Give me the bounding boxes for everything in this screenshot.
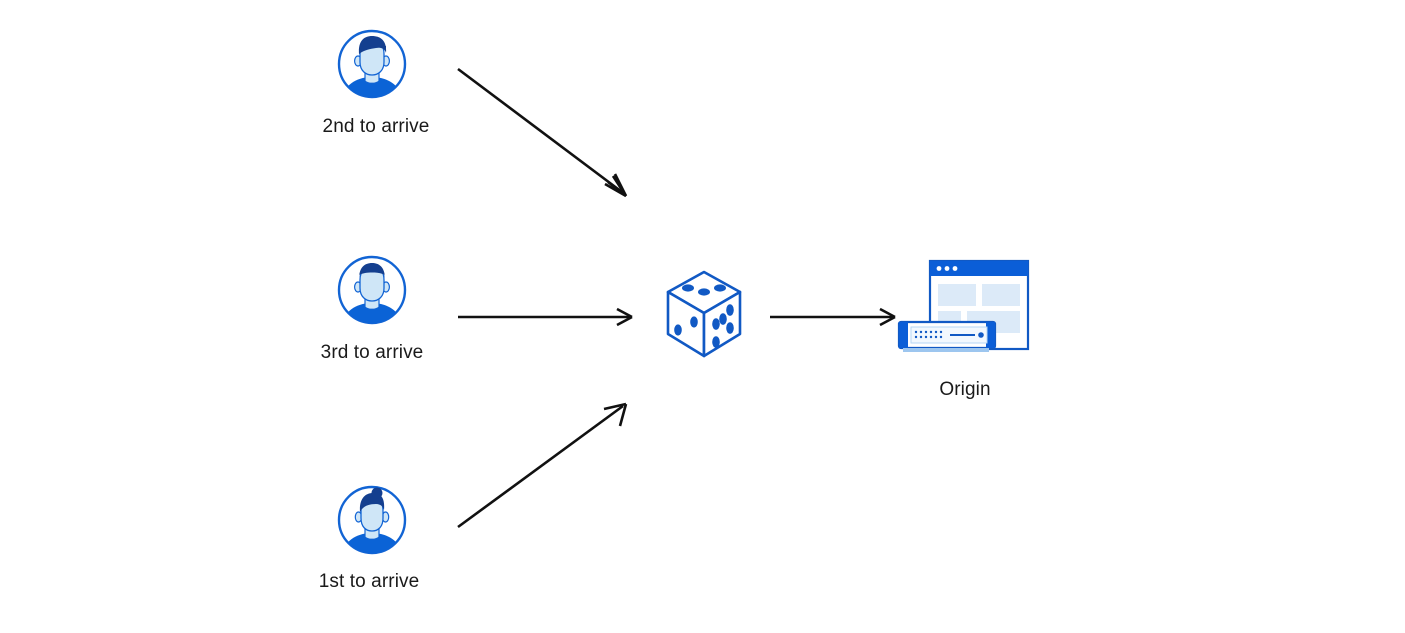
- arrow-3rd-to-dice: [458, 307, 633, 327]
- client-3rd-label: 3rd to arrive: [320, 342, 424, 363]
- router-device: [897, 320, 997, 352]
- origin-server-icon: [893, 258, 1035, 363]
- arrow-1st-to-dice: [457, 402, 628, 529]
- origin-label: Origin: [939, 379, 991, 400]
- arrow-2nd-to-dice: [457, 67, 628, 198]
- user-avatar-icon: [336, 28, 408, 100]
- dice-icon: [660, 268, 748, 360]
- client-2nd-label: 2nd to arrive: [322, 116, 430, 137]
- user-avatar-icon: [336, 254, 408, 326]
- arrow-dice-to-origin: [770, 307, 896, 327]
- client-1st-label: 1st to arrive: [318, 571, 420, 592]
- user-avatar-icon: [336, 484, 408, 556]
